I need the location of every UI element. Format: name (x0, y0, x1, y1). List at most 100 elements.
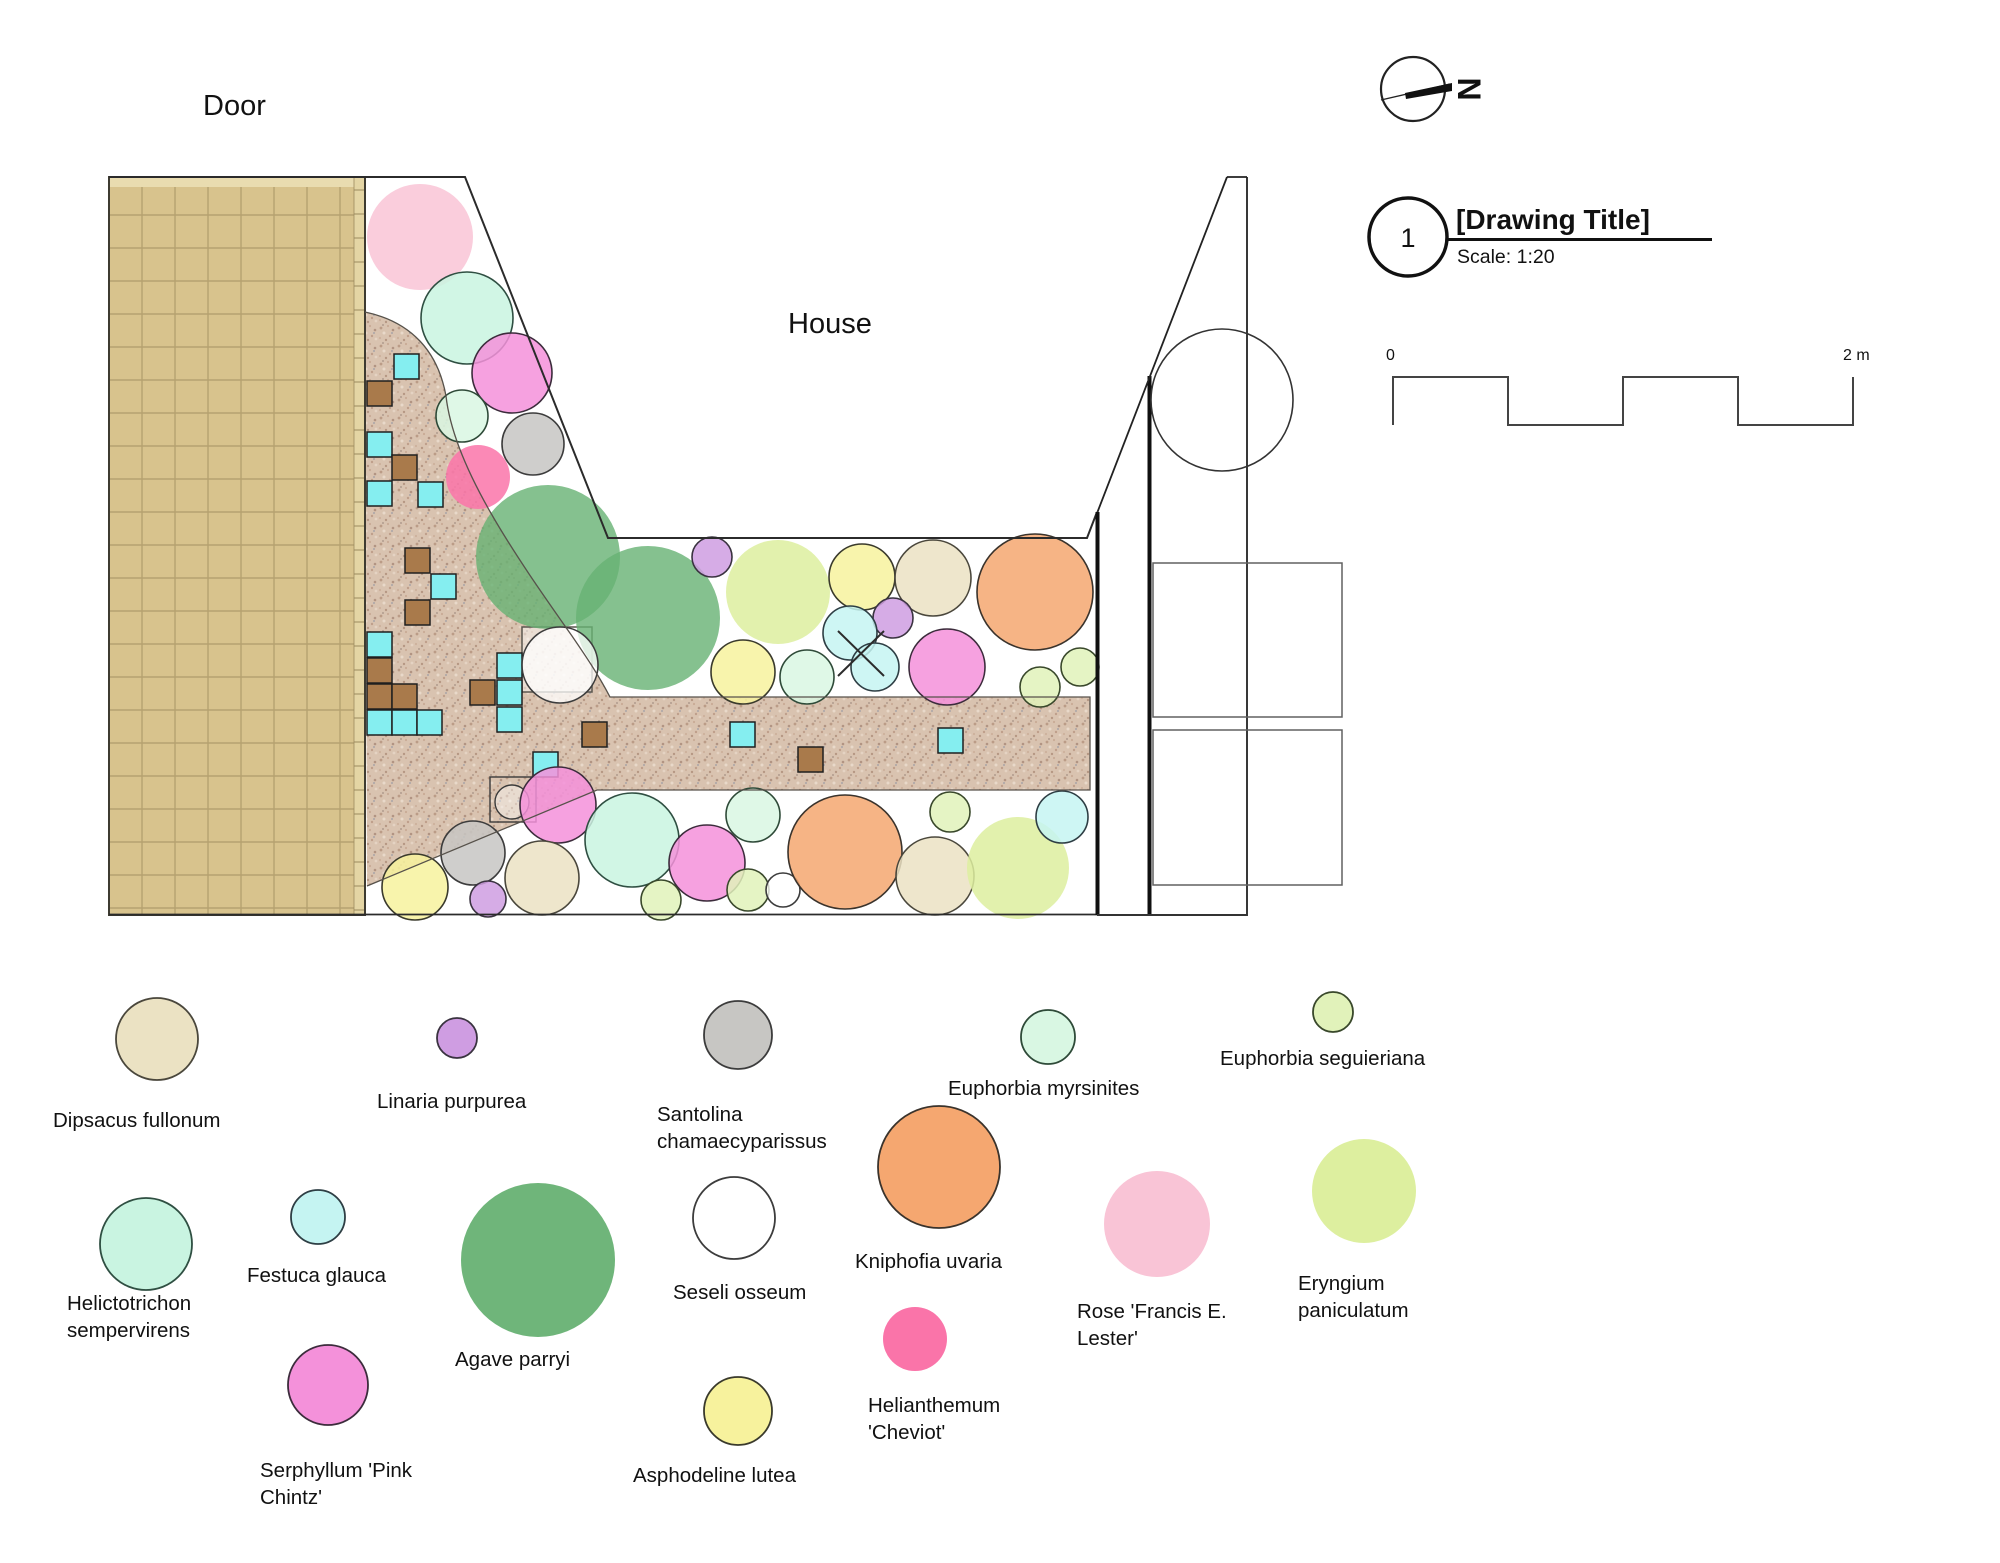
cyan-planting-square (416, 709, 443, 736)
legend-swatch-circle (115, 997, 199, 1081)
plant-circle-euphorbia_seguieriana (929, 791, 971, 833)
plant-circle-dipsacus (894, 539, 972, 617)
plant-circle-linaria (691, 536, 733, 578)
brown-planting-square (391, 683, 418, 710)
legend-swatch-circle (703, 1000, 773, 1070)
plant-circle-helianthemum (446, 445, 510, 509)
cyan-planting-square (366, 709, 393, 736)
scale-bar-zero: 0 (1386, 347, 1395, 364)
plant-circle-kniphofia (787, 794, 903, 910)
cyan-planting-square (496, 679, 523, 706)
legend-label: Rose 'Francis E.Lester' (1077, 1300, 1227, 1350)
cyan-planting-square (366, 631, 393, 658)
legend-label: Euphorbia myrsinites (948, 1077, 1139, 1100)
legend-swatch-circle (287, 1344, 369, 1426)
plant-circle-euphorbia_seguieriana (726, 868, 770, 912)
planting-squares (366, 353, 964, 778)
plant-circle-agave (576, 546, 720, 690)
plant-circle-santolina (501, 412, 565, 476)
door-label: Door (203, 90, 266, 122)
legend-label: Asphodeline lutea (633, 1464, 797, 1487)
plant-circle-linaria (872, 597, 914, 639)
plant-circle-serphyllum (519, 766, 597, 844)
cyan-planting-square (496, 706, 523, 733)
scale-bar: 0 2 m (1386, 347, 1870, 426)
plant-circle-eryngium (726, 540, 830, 644)
plant-circle-santolina (440, 820, 506, 886)
brown-planting-square (366, 683, 393, 710)
cyan-planting-square (937, 727, 964, 754)
plant-circle-kniphofia (976, 533, 1094, 651)
legend-swatch-circle (461, 1183, 615, 1337)
bed-outline-top (109, 176, 1098, 539)
drawing-scale: Scale: 1:20 (1457, 246, 1555, 268)
plant-circle-serphyllum (471, 332, 553, 414)
cyan-planting-square (496, 652, 523, 679)
legend-item-seseli: Seseli osseum (673, 1176, 806, 1304)
plant-circles (367, 184, 1100, 921)
legend-item-rose: Rose 'Francis E.Lester' (1077, 1171, 1227, 1350)
brown-planting-square (366, 380, 393, 407)
plant-circle-asphodeline (710, 639, 776, 705)
legend-label: Seseli osseum (673, 1281, 806, 1304)
brown-planting-square (797, 746, 824, 773)
drawing-number: 1 (1400, 223, 1415, 253)
brown-planting-square (404, 547, 431, 574)
decking (108, 176, 366, 916)
cyan-planting-square (430, 573, 457, 600)
legend-label: Agave parryi (455, 1348, 570, 1371)
legend-swatch-circle (877, 1105, 1001, 1229)
legend-label: Helianthemum'Cheviot' (868, 1394, 1000, 1444)
brown-planting-square (469, 679, 496, 706)
gravel-path-area (365, 312, 1090, 886)
legend-item-asphodeline: Asphodeline lutea (633, 1376, 797, 1487)
scale-bar-max: 2 m (1843, 347, 1870, 364)
wall-diagonal (1096, 176, 1228, 513)
north-letter: N (1451, 77, 1487, 100)
cyan-planting-square (729, 721, 756, 748)
cyan-planting-square (391, 709, 418, 736)
legend-label: Euphorbia seguieriana (1220, 1047, 1426, 1070)
plant-circle-dipsacus (895, 836, 975, 916)
legend-swatch-circle (1020, 1009, 1076, 1065)
plant-circle-euphorbia_seguieriana (1060, 647, 1100, 687)
plant-circle-festuca (1035, 790, 1089, 844)
cross-mark (837, 630, 885, 677)
legend-item-helianthemum: Helianthemum'Cheviot' (868, 1307, 1000, 1444)
cyan-planting-square (417, 481, 444, 508)
plant-circle-serphyllum (668, 824, 746, 902)
legend-item-dipsacus: Dipsacus fullonum (53, 997, 221, 1132)
legend-item-euphorbia_seguieriana: Euphorbia seguieriana (1220, 991, 1426, 1070)
legend-swatch-circle (1312, 1139, 1416, 1243)
drawing-number-bubble (1367, 196, 1449, 278)
house-circle-feature (1150, 328, 1294, 472)
plant-circle-euphorbia_myrsinites (779, 649, 835, 705)
plant-circle-seseli (765, 872, 801, 908)
plant-circle-serphyllum (908, 628, 986, 706)
plant-circle-rose (367, 184, 473, 290)
house-label: House (788, 308, 872, 340)
cyan-planting-square (366, 480, 393, 507)
legend-swatch-circle (99, 1197, 193, 1291)
legend-item-agave: Agave parryi (455, 1183, 615, 1371)
legend-label: Festuca glauca (247, 1264, 387, 1287)
plant-circle-asphodeline (381, 853, 449, 921)
drawing-title: [Drawing Title] (1456, 204, 1650, 235)
legend-label: Linaria purpurea (377, 1090, 527, 1113)
legend-swatch-circle (290, 1189, 346, 1245)
brown-planting-square (404, 599, 431, 626)
legend-swatch-circle (883, 1307, 947, 1371)
cyan-planting-square (393, 353, 420, 380)
plant-circle-euphorbia_myrsinites (435, 389, 489, 443)
legend-swatch-circle (703, 1376, 773, 1446)
cyan-planting-square (366, 431, 393, 458)
plant-circle-eryngium (967, 817, 1069, 919)
plant-circle-euphorbia_seguieriana (1019, 666, 1061, 708)
